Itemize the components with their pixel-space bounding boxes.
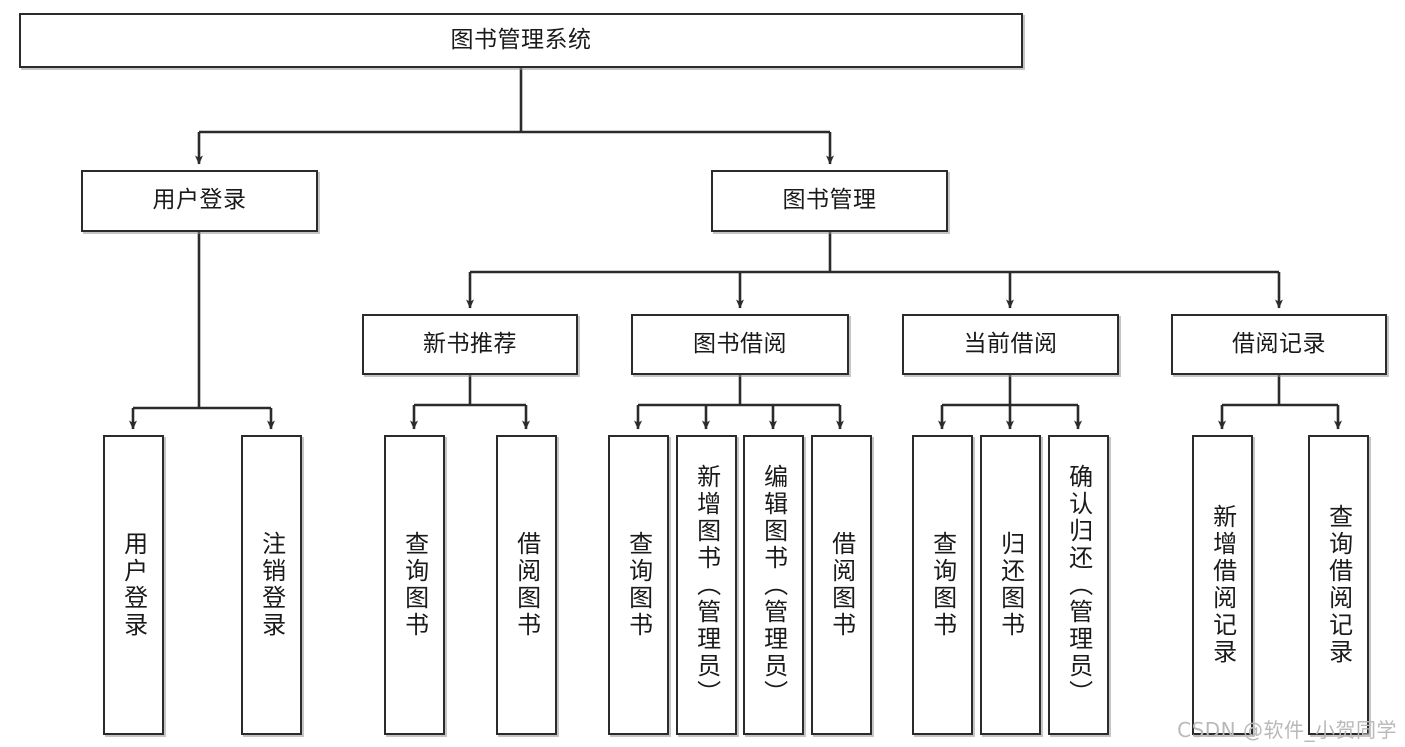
- leaf-current-borrow-query[interactable]: 查询图书: [912, 435, 973, 735]
- node-label: 新增图书（管理员）: [692, 463, 721, 707]
- node-label: 图书管理系统: [450, 26, 592, 53]
- node-label: 借阅记录: [1232, 330, 1326, 357]
- node-label: 图书借阅: [693, 330, 787, 357]
- leaf-user-login-logout[interactable]: 注销登录: [241, 435, 302, 735]
- leaf-book-borrow-add-admin[interactable]: 新增图书（管理员）: [676, 435, 737, 735]
- node-label: 编辑图书（管理员）: [759, 463, 788, 707]
- node-label: 注销登录: [257, 531, 286, 639]
- leaf-book-borrow-edit-admin[interactable]: 编辑图书（管理员）: [743, 435, 804, 735]
- node-current-borrow[interactable]: 当前借阅: [902, 314, 1119, 375]
- leaf-borrow-record-add[interactable]: 新增借阅记录: [1192, 435, 1253, 735]
- node-label: 确认归还（管理员）: [1064, 463, 1093, 707]
- leaf-current-borrow-confirm-admin[interactable]: 确认归还（管理员）: [1048, 435, 1109, 735]
- node-label: 新书推荐: [423, 330, 517, 357]
- node-label: 新增借阅记录: [1208, 504, 1237, 666]
- node-user-login[interactable]: 用户登录: [81, 170, 318, 232]
- node-label: 借阅图书: [512, 531, 541, 639]
- leaf-borrow-record-query[interactable]: 查询借阅记录: [1308, 435, 1369, 735]
- leaf-book-borrow-query[interactable]: 查询图书: [608, 435, 669, 735]
- leaf-user-login-login[interactable]: 用户登录: [103, 435, 164, 735]
- node-label: 查询借阅记录: [1324, 504, 1353, 666]
- node-book-management[interactable]: 图书管理: [711, 170, 948, 232]
- node-root-system[interactable]: 图书管理系统: [19, 13, 1023, 68]
- leaf-new-book-query[interactable]: 查询图书: [384, 435, 445, 735]
- leaf-current-borrow-return[interactable]: 归还图书: [980, 435, 1041, 735]
- node-borrow-record[interactable]: 借阅记录: [1171, 314, 1387, 375]
- node-label: 查询图书: [928, 531, 957, 639]
- node-book-borrow[interactable]: 图书借阅: [631, 314, 849, 375]
- node-new-book-recommend[interactable]: 新书推荐: [362, 314, 578, 375]
- node-label: 当前借阅: [963, 330, 1058, 357]
- leaf-book-borrow-borrow[interactable]: 借阅图书: [811, 435, 872, 735]
- node-label: 归还图书: [996, 531, 1025, 639]
- csdn-watermark: CSDN @软件_小贺同学: [1177, 718, 1397, 742]
- node-label: 查询图书: [400, 531, 429, 639]
- leaf-new-book-borrow[interactable]: 借阅图书: [496, 435, 557, 735]
- node-label: 用户登录: [119, 531, 148, 639]
- node-label: 查询图书: [624, 531, 653, 639]
- node-label: 图书管理: [782, 187, 877, 214]
- node-label: 借阅图书: [827, 531, 856, 639]
- node-label: 用户登录: [152, 187, 247, 214]
